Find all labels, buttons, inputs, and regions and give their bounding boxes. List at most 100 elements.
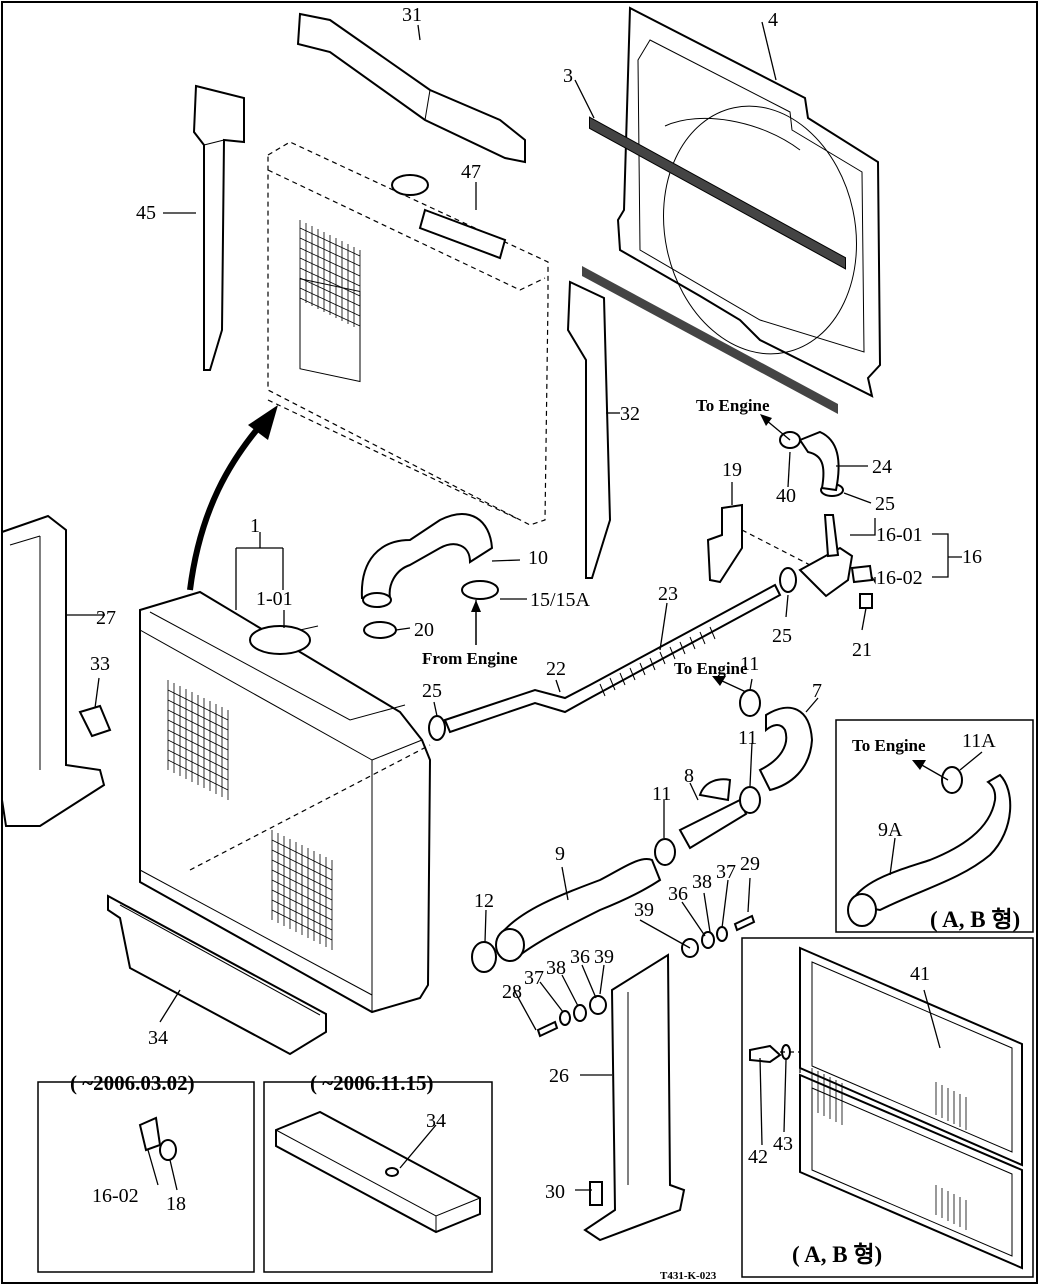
variant-label-1: ( A, B 형) (930, 907, 1020, 932)
part-41-screen (799, 946, 1023, 1270)
label-23: 23 (658, 583, 678, 605)
label-36-b: 36 (668, 883, 688, 905)
part-34-plate (275, 1110, 481, 1234)
part-31-shroud-top (296, 12, 526, 164)
part-12-clamp (471, 941, 497, 973)
from-engine-note: From Engine (422, 649, 518, 668)
label-16-02-b: 16-02 (92, 1185, 139, 1207)
part-19-bracket (706, 503, 743, 584)
radiator-core-mesh-b (271, 830, 333, 950)
ghost-core-mesh (299, 220, 361, 330)
leader-lines (66, 21, 983, 1191)
label-47: 47 (461, 161, 481, 183)
part-11-clamp-c (654, 838, 676, 866)
label-26: 26 (549, 1065, 569, 1087)
label-37-b: 37 (716, 861, 736, 883)
label-27: 27 (96, 607, 116, 629)
part-15-clamp (461, 580, 499, 600)
part-33-pad (78, 704, 112, 738)
part-10-upper-hose (360, 513, 494, 608)
label-16: 16 (962, 546, 982, 568)
screen-mesh (811, 1068, 967, 1230)
part-34-lower-panel (107, 894, 327, 1056)
to-engine-note-3: To Engine (852, 736, 926, 755)
part-7-hose (758, 706, 814, 792)
label-18: 18 (166, 1193, 186, 1215)
part-30-bolt (589, 1181, 603, 1206)
part-42-wing-bolt (749, 1044, 782, 1064)
part-20-clamp (363, 621, 397, 639)
inset-date-2 (263, 1081, 493, 1273)
to-engine-note-1: To Engine (696, 396, 770, 415)
fastener-stack-b (681, 914, 756, 958)
label-15-15a: 15/15A (530, 589, 591, 611)
label-28: 28 (502, 981, 522, 1003)
part-4-fan-shroud (616, 6, 882, 398)
label-25-c: 25 (875, 493, 895, 515)
part-9a-hose (847, 773, 1012, 927)
part-8-pipe (678, 778, 748, 850)
label-25-b: 25 (772, 625, 792, 647)
part-11a-clamp (941, 766, 963, 794)
part-25-clamp-a (428, 715, 446, 741)
part-11-clamp-b (739, 786, 761, 814)
label-39-a: 39 (594, 946, 614, 968)
variant-label-2: ( A, B 형) (792, 1242, 882, 1267)
inset-variant-hose (835, 719, 1034, 933)
label-39-b: 39 (634, 899, 654, 921)
label-24: 24 (872, 456, 892, 478)
label-38-a: 38 (546, 957, 566, 979)
label-30: 30 (545, 1181, 565, 1203)
label-41: 41 (910, 963, 930, 985)
label-33: 33 (90, 653, 110, 675)
label-45: 45 (136, 202, 156, 224)
label-34-b: 34 (426, 1110, 446, 1132)
fitting-align-line (741, 529, 811, 566)
label-3: 3 (563, 65, 573, 87)
label-21: 21 (852, 639, 872, 661)
label-40: 40 (776, 485, 796, 507)
label-11-b: 11 (738, 727, 757, 749)
inset-screens (741, 937, 1034, 1278)
inset-date-title-2: ( ~2006.11.15) (310, 1071, 434, 1095)
label-34-a: 34 (148, 1027, 168, 1049)
label-29: 29 (740, 853, 760, 875)
label-9: 9 (555, 843, 565, 865)
label-31: 31 (402, 4, 422, 26)
part-21-bolt (859, 593, 873, 609)
label-11-c: 11 (652, 783, 671, 805)
inset-date-title-1: ( ~2006.03.02) (70, 1071, 195, 1095)
label-9a: 9A (878, 819, 903, 841)
label-43: 43 (773, 1133, 793, 1155)
inset-date-1 (37, 1081, 255, 1273)
label-10: 10 (528, 547, 548, 569)
radiator-mount-line (189, 744, 431, 871)
label-8: 8 (684, 765, 694, 787)
part-25-clamp-b (779, 567, 797, 593)
part-11-clamp-a (739, 689, 761, 717)
label-42: 42 (748, 1146, 768, 1168)
label-22: 22 (546, 658, 566, 680)
label-32: 32 (620, 403, 640, 425)
part-16-fitting (798, 514, 874, 598)
ghost-radiator (267, 141, 549, 526)
label-25-a: 25 (422, 680, 442, 702)
label-16-01: 16-01 (876, 524, 923, 546)
screen-bolt-line (780, 1051, 801, 1080)
label-20: 20 (414, 619, 434, 641)
part-24-hose (798, 430, 840, 492)
label-37-a: 37 (524, 967, 544, 989)
label-16-02: 16-02 (876, 567, 923, 589)
label-38-b: 38 (692, 871, 712, 893)
label-12: 12 (474, 890, 494, 912)
assembly-arrow (187, 405, 278, 591)
part-16-02-plug (138, 1116, 177, 1161)
part-9-hose (495, 858, 662, 962)
part-labels: 31 4 3 45 47 32 To Engine 24 19 40 25 1 … (70, 4, 1020, 1282)
label-7: 7 (812, 680, 822, 702)
label-11a: 11A (962, 730, 996, 752)
fastener-stack-a (536, 995, 607, 1038)
label-19: 19 (722, 459, 742, 481)
label-11-a: 11 (740, 653, 759, 675)
